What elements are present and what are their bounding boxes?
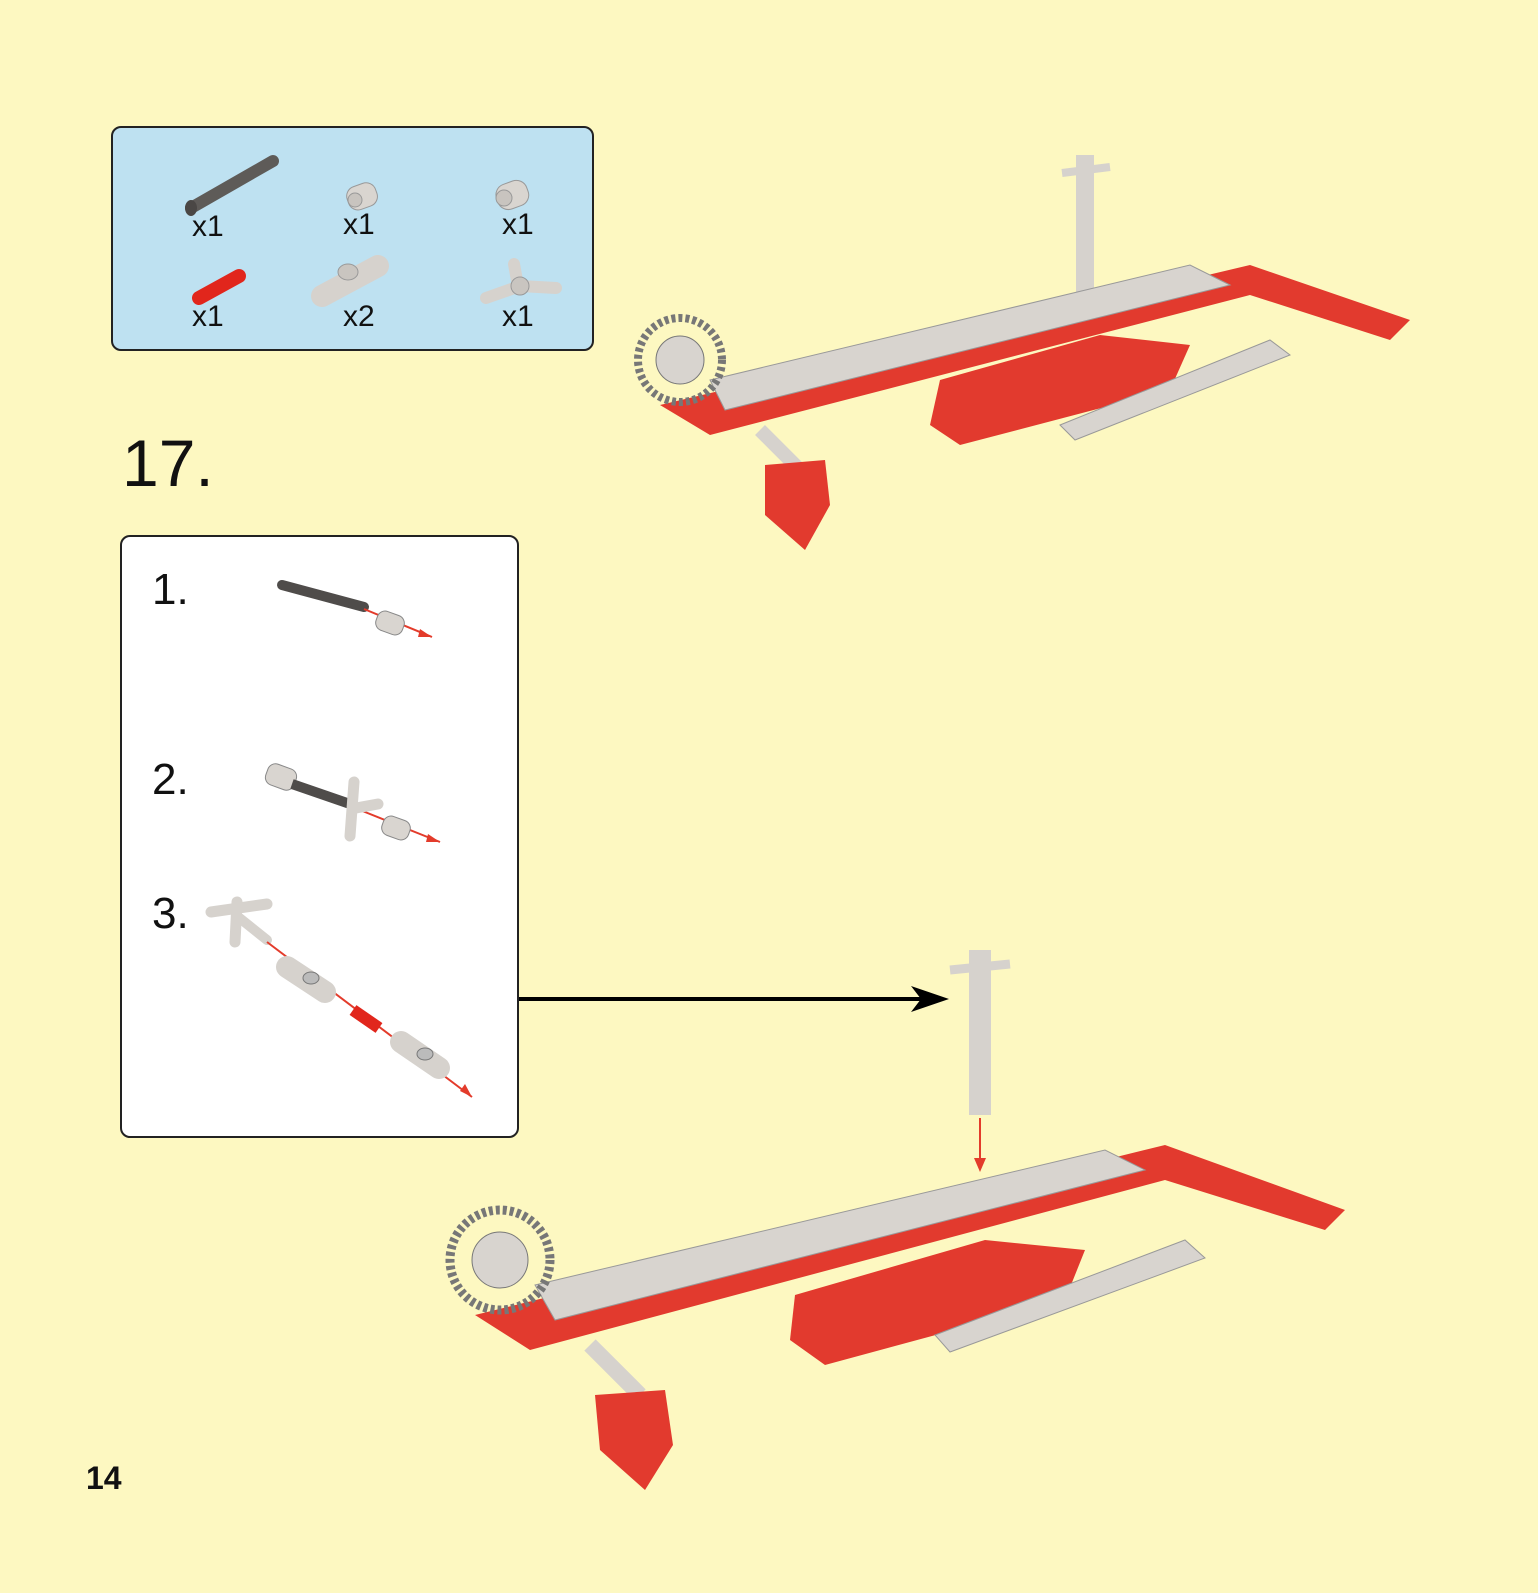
model-before-step-illustration (634, 155, 1410, 550)
parts-list-box: x1 x1 x1 x1 x2 x1 (111, 126, 594, 351)
sub-step-number: 1. (152, 565, 189, 614)
part-quantity: x1 (192, 300, 224, 333)
dark-gray-axle-with-stop-icon (185, 155, 279, 216)
step-number: 17. (122, 426, 214, 500)
part-quantity: x2 (343, 300, 375, 333)
sub-step-number: 2. (152, 755, 189, 804)
light-gray-hub-connector-icon (480, 258, 562, 304)
part-quantity: x1 (343, 208, 375, 241)
sub-step-2-illustration (264, 763, 441, 843)
callout-arrow (519, 986, 949, 1012)
part-quantity: x1 (192, 210, 224, 243)
light-gray-bush-icon (495, 179, 530, 211)
light-gray-axle-connector-icon (346, 182, 378, 211)
light-gray-angle-connector-icon (311, 255, 389, 307)
sub-step-3-illustration (205, 896, 473, 1098)
model-after-step-illustration (445, 950, 1345, 1490)
sub-step-number: 3. (152, 889, 189, 938)
sub-step-1-illustration (277, 580, 433, 638)
red-axle-connector-icon (192, 269, 246, 305)
sub-assembly-box: 1. 2. 3. (120, 535, 519, 1138)
part-quantity: x1 (502, 300, 534, 333)
part-quantity: x1 (502, 208, 534, 241)
page-number: 14 (86, 1460, 122, 1496)
